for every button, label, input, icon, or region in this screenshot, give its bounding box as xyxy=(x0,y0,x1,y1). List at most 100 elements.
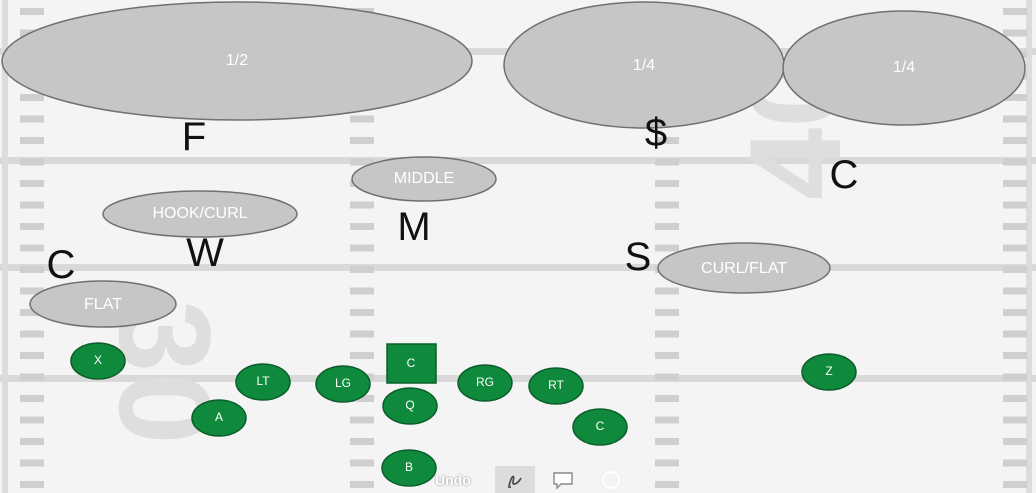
player-label: C xyxy=(407,356,416,370)
player-z[interactable] xyxy=(801,353,857,391)
zone-hook-curl[interactable] xyxy=(102,190,298,238)
zone-label: MIDDLE xyxy=(394,170,454,187)
hash-mark xyxy=(20,352,44,359)
player-rt[interactable] xyxy=(528,367,584,405)
undo-button[interactable]: Undo xyxy=(435,471,471,488)
defender-sam[interactable]: S xyxy=(625,235,652,279)
player-label: Z xyxy=(825,364,832,378)
zone-label: 1/4 xyxy=(893,59,915,76)
player-label: Q xyxy=(405,398,414,412)
player-a[interactable] xyxy=(191,399,247,437)
pen-icon xyxy=(507,475,522,488)
offense-labels: X LT LG C RG RT Z A Q C B xyxy=(94,353,833,474)
player-rg[interactable] xyxy=(457,364,513,402)
hash-mark xyxy=(1003,180,1027,187)
hash-mark xyxy=(1003,137,1027,144)
player-c-back[interactable] xyxy=(572,408,628,446)
zone-labels: 1/2 1/4 1/4 MIDDLE HOOK/CURL CURL/FLAT F… xyxy=(84,52,915,313)
hash-mark xyxy=(20,287,44,295)
defender-corner-left[interactable]: C xyxy=(47,243,76,287)
pen-tool-button[interactable] xyxy=(494,466,535,493)
hash-mark xyxy=(1003,8,1027,15)
circle-tool-button[interactable] xyxy=(591,466,631,493)
player-q[interactable] xyxy=(382,387,438,425)
defender-corner-right[interactable]: C xyxy=(830,153,859,197)
hash-mark xyxy=(350,459,374,467)
hash-mark xyxy=(350,244,374,252)
offense xyxy=(70,342,857,487)
defender-strong-safety[interactable]: $ xyxy=(645,111,667,155)
hash-mark xyxy=(655,395,679,402)
hash-mark xyxy=(20,8,44,15)
player-b[interactable] xyxy=(381,449,437,487)
hash-mark xyxy=(655,223,679,230)
side-line xyxy=(1026,0,1032,493)
player-label: X xyxy=(94,353,102,367)
player-lg[interactable] xyxy=(315,365,371,403)
yard-line xyxy=(0,157,1036,164)
hash-mark xyxy=(655,481,679,488)
zone-label: FLAT xyxy=(84,296,122,313)
hash-mark xyxy=(20,373,44,381)
hash-mark xyxy=(655,416,679,424)
defender-free-safety[interactable]: F xyxy=(182,115,206,159)
player-center[interactable] xyxy=(386,343,437,384)
hash-mark xyxy=(1003,201,1027,209)
hash-mark xyxy=(350,352,374,359)
hash-mark xyxy=(1003,244,1027,252)
hash-mark xyxy=(350,137,374,144)
hash-mark xyxy=(350,330,374,338)
hash-mark xyxy=(655,373,679,381)
yard-line xyxy=(0,375,1036,382)
hash-mark xyxy=(1003,115,1027,123)
hash-mark xyxy=(1003,287,1027,295)
hash-mark xyxy=(350,223,374,230)
player-label: A xyxy=(215,410,223,424)
hash-mark xyxy=(20,438,44,445)
player-label: RT xyxy=(548,378,564,392)
zone-deep-half[interactable] xyxy=(1,1,473,121)
zone-label: 1/2 xyxy=(226,52,248,69)
hash-mark xyxy=(655,137,679,144)
hash-mark xyxy=(655,330,679,338)
player-label: LT xyxy=(256,374,270,388)
hash-mark xyxy=(20,481,44,488)
hash-mark xyxy=(655,352,679,359)
hash-mark xyxy=(1003,352,1027,359)
zone-curl-flat[interactable] xyxy=(657,242,831,294)
hash-mark xyxy=(655,459,679,467)
hash-mark xyxy=(1003,158,1027,166)
hash-mark xyxy=(350,395,374,402)
hash-mark xyxy=(20,309,44,316)
player-label: RG xyxy=(476,375,494,389)
zone-middle[interactable] xyxy=(351,156,497,202)
hash-mark xyxy=(1003,266,1027,273)
hash-mark xyxy=(1003,94,1027,101)
hash-mark xyxy=(1003,481,1027,488)
hash-mark xyxy=(350,115,374,123)
player-lt[interactable] xyxy=(235,363,291,401)
hash-mark xyxy=(1003,373,1027,381)
zone-label: 1/4 xyxy=(633,57,655,74)
zone-flat[interactable] xyxy=(29,280,177,328)
player-label: C xyxy=(596,419,605,433)
zone-deep-quarter-right[interactable] xyxy=(782,10,1026,126)
hash-mark xyxy=(350,266,374,273)
hash-mark xyxy=(20,395,44,402)
hash-mark xyxy=(1003,223,1027,230)
hash-mark xyxy=(655,180,679,187)
player-x[interactable] xyxy=(70,342,126,380)
hash-mark xyxy=(655,287,679,295)
player-label: LG xyxy=(335,376,351,390)
hash-mark xyxy=(350,416,374,424)
hash-mark xyxy=(350,201,374,209)
defender-will[interactable]: W xyxy=(186,231,224,275)
hash-mark xyxy=(655,158,679,166)
hash-mark xyxy=(20,201,44,209)
hash-mark xyxy=(1003,330,1027,338)
defender-mike[interactable]: M xyxy=(397,205,430,249)
hash-mark xyxy=(1003,459,1027,467)
comment-tool-button[interactable] xyxy=(543,466,583,493)
